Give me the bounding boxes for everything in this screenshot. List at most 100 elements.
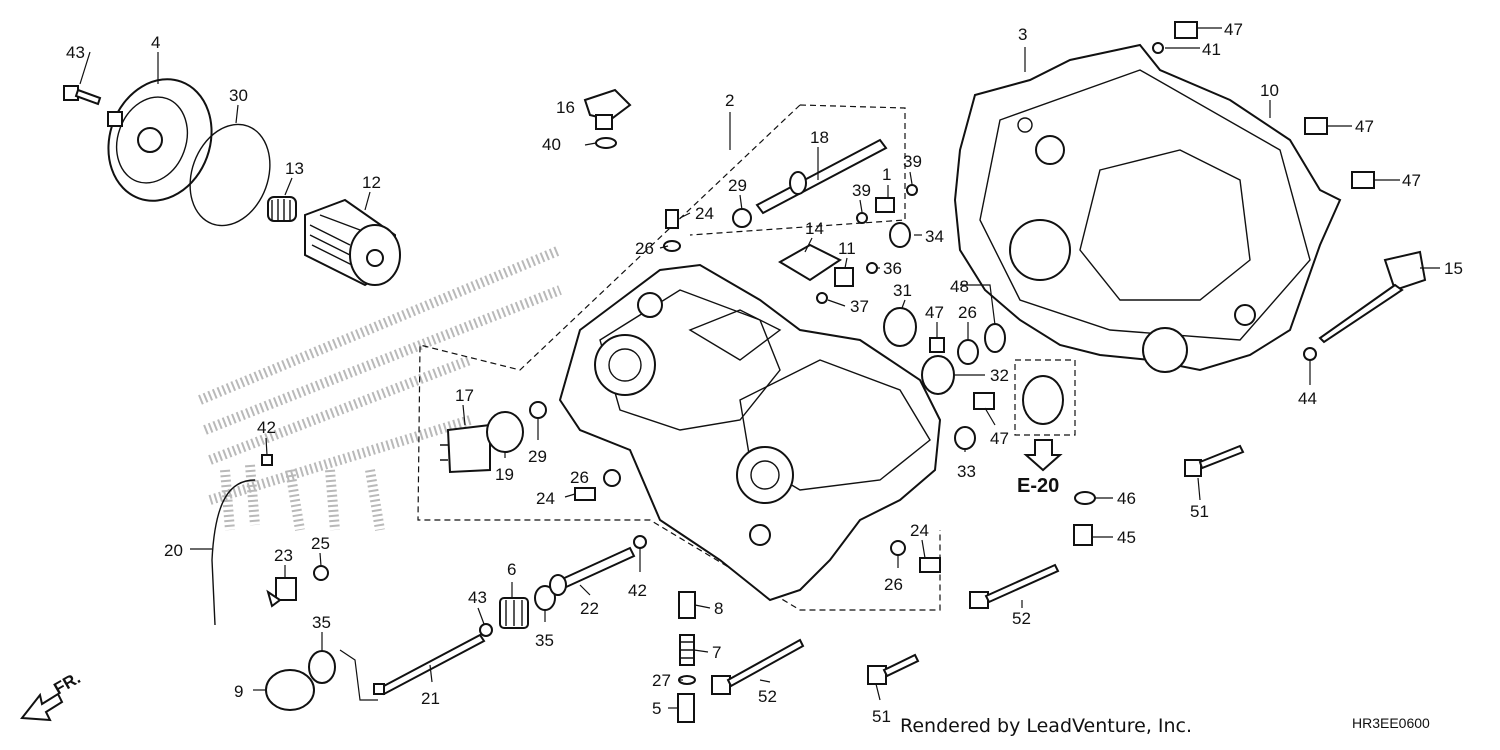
label-47-left: 47 (925, 303, 944, 322)
bolt-24-upper (665, 209, 679, 229)
label-24-upper: 24 (695, 204, 714, 223)
oil-filter-cover (107, 78, 213, 202)
label-33: 29 (528, 447, 547, 466)
washer-40 (595, 137, 617, 149)
washer-36-a (866, 262, 878, 274)
label-11: 11 (838, 239, 856, 258)
spring-7 (679, 634, 695, 666)
bolt-52-mid (711, 638, 805, 695)
label-34: 30 (229, 86, 248, 105)
label-5: 5 (652, 699, 661, 718)
label-13: 13 (285, 159, 304, 178)
label-8: 8 (714, 599, 723, 618)
label-49: 42 (257, 418, 276, 437)
bolt-24-mid (574, 487, 596, 501)
bearing-e20 (1022, 375, 1064, 425)
label-39-a: 39 (852, 181, 871, 200)
label-28: 26 (958, 303, 977, 322)
label-37: 34 (925, 227, 944, 246)
label-12: 12 (362, 173, 381, 192)
label-38: 35 (312, 613, 331, 632)
front-direction-arrow (20, 692, 64, 722)
label-44: 44 (1298, 389, 1317, 408)
dowel-47-mid (973, 392, 995, 410)
label-51-right: 51 (1190, 502, 1209, 521)
label-17: 17 (455, 386, 474, 405)
washer-39-b (906, 184, 918, 196)
label-1: 1 (882, 165, 891, 184)
label-24-mid: 24 (536, 489, 555, 508)
label-47-mid: 47 (990, 429, 1009, 448)
washer-46 (1074, 491, 1096, 505)
dowel-47-left (929, 337, 945, 353)
diagram-code: HR3EE0600 (1352, 715, 1430, 731)
leader-lines (79, 27, 1440, 709)
dowel-47-right-b (1351, 171, 1375, 189)
washer-36-b (816, 292, 828, 304)
cap-49 (261, 454, 273, 466)
washer-26-low (890, 540, 906, 556)
label-47-right-b: 47 (1402, 171, 1421, 190)
label-6: 6 (507, 560, 516, 579)
label-35: 35 (535, 631, 554, 650)
spring-13 (267, 196, 297, 222)
dowel-1 (875, 197, 895, 213)
label-23: 23 (274, 546, 293, 565)
label-27: 27 (652, 671, 671, 690)
plug-19 (486, 411, 524, 453)
label-41: 41 (1202, 40, 1221, 59)
credit-text: Rendered by LeadVenture, Inc. (900, 715, 1192, 737)
label-26-low: 26 (884, 575, 903, 594)
label-24-low: 24 (910, 521, 929, 540)
label-52-right: 52 (1012, 609, 1031, 628)
bolt-51-bottom (867, 653, 920, 685)
dipstick-15 (1318, 250, 1427, 344)
o-ring-38 (308, 650, 336, 684)
fitting-11 (834, 267, 854, 287)
label-32: 33 (957, 462, 976, 481)
label-43: 43 (468, 588, 487, 607)
label-46: 46 (1117, 489, 1136, 508)
label-26-mid: 26 (570, 468, 589, 487)
label-19: 19 (495, 465, 514, 484)
bolt-24-low (919, 557, 941, 573)
label-14: 14 (805, 219, 824, 238)
label-47-top: 47 (1224, 20, 1243, 39)
label-48: 48 (950, 277, 969, 296)
label-29: 29 (728, 176, 747, 195)
washer-42 (633, 535, 647, 549)
pipe-22 (549, 546, 636, 596)
washer-43 (479, 623, 493, 637)
label-22: 22 (580, 599, 599, 618)
assembly-frame (417, 104, 1076, 611)
label-52-mid: 52 (758, 687, 777, 706)
washer-29 (732, 208, 752, 228)
label-42: 42 (628, 581, 647, 600)
washer-25 (313, 565, 329, 581)
plug-8 (678, 591, 696, 619)
label-3: 3 (1018, 25, 1027, 44)
front-direction-label: FR. (51, 668, 84, 698)
brand-watermark-logo (198, 245, 562, 531)
label-45: 45 (1117, 528, 1136, 547)
shaft-18 (755, 138, 888, 215)
label-51-bottom: 51 (872, 707, 891, 726)
washer-26-mid (603, 469, 621, 487)
bearing-31 (921, 355, 955, 395)
bolt-50 (63, 85, 102, 106)
seal-28 (957, 339, 979, 365)
dowel-47-top (1174, 21, 1198, 39)
label-15: 15 (1444, 259, 1463, 278)
label-9: 9 (234, 682, 243, 701)
part-labels: 43 4 30 13 12 16 40 2 18 29 24 26 14 11 … (51, 20, 1463, 737)
valve-6 (499, 597, 529, 629)
bolt-5 (677, 693, 695, 723)
washer-26-upper (663, 240, 681, 252)
washer-41 (1152, 42, 1164, 54)
label-21: 21 (421, 689, 440, 708)
label-30: 31 (893, 281, 912, 300)
section-ref-e20[interactable]: E-20 (1017, 475, 1059, 497)
label-31: 32 (990, 366, 1009, 385)
label-10: 10 (1260, 81, 1279, 100)
